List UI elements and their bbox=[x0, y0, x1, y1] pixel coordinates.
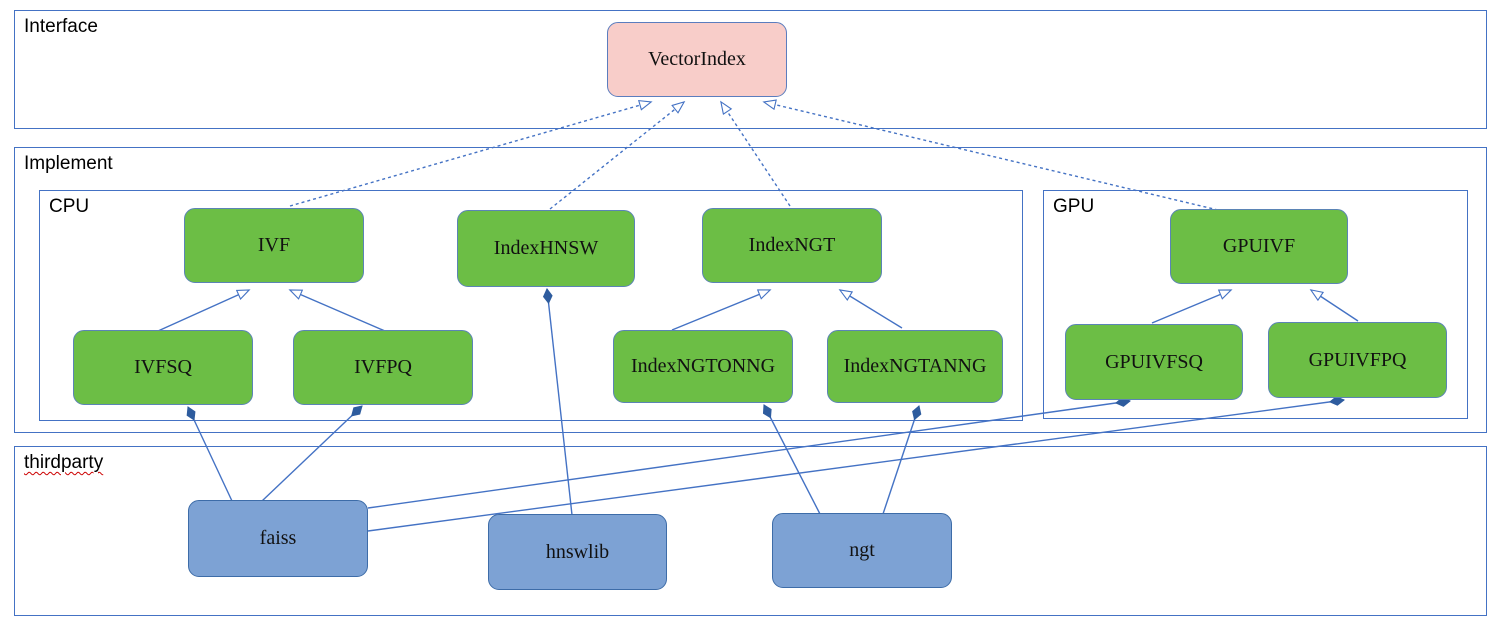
container-label-gpu: GPU bbox=[1053, 196, 1095, 217]
node-label: IndexNGT bbox=[748, 234, 836, 256]
node-indexngt: IndexNGT bbox=[702, 208, 882, 283]
node-gpuivfpq: GPUIVFPQ bbox=[1268, 322, 1447, 398]
node-ivfsq: IVFSQ bbox=[73, 330, 253, 405]
node-indexngtanng: IndexNGTANNG bbox=[827, 330, 1003, 403]
node-label: IndexNGTANNG bbox=[843, 355, 987, 377]
node-label: IVFSQ bbox=[134, 356, 192, 378]
container-label-thirdparty: thirdparty bbox=[24, 452, 104, 473]
node-label: GPUIVFSQ bbox=[1105, 350, 1203, 373]
container-label-cpu: CPU bbox=[49, 196, 90, 217]
node-label: hnswlib bbox=[545, 540, 610, 563]
container-label-implement: Implement bbox=[24, 153, 113, 174]
node-gpuivfsq: GPUIVFSQ bbox=[1065, 324, 1243, 400]
container-label-interface: Interface bbox=[24, 16, 98, 37]
node-label: GPUIVFPQ bbox=[1308, 348, 1407, 371]
node-faiss: faiss bbox=[188, 500, 368, 577]
node-ngt: ngt bbox=[772, 513, 952, 588]
node-label: IVF bbox=[257, 234, 291, 256]
node-label: IndexHNSW bbox=[493, 237, 599, 259]
node-label: GPUIVF bbox=[1222, 235, 1296, 257]
node-ivfpq: IVFPQ bbox=[293, 330, 473, 405]
node-label: IVFPQ bbox=[354, 356, 412, 378]
node-gpuivf: GPUIVF bbox=[1170, 209, 1348, 284]
node-label: faiss bbox=[259, 527, 297, 549]
node-indexhnsw: IndexHNSW bbox=[457, 210, 635, 287]
node-hnswlib: hnswlib bbox=[488, 514, 667, 590]
node-indexngtonng: IndexNGTONNG bbox=[613, 330, 793, 403]
node-label: IndexNGTONNG bbox=[630, 355, 776, 377]
node-label: ngt bbox=[849, 539, 875, 561]
node-vectorindex: VectorIndex bbox=[607, 22, 787, 97]
node-ivf: IVF bbox=[184, 208, 364, 283]
node-label: VectorIndex bbox=[648, 48, 746, 70]
